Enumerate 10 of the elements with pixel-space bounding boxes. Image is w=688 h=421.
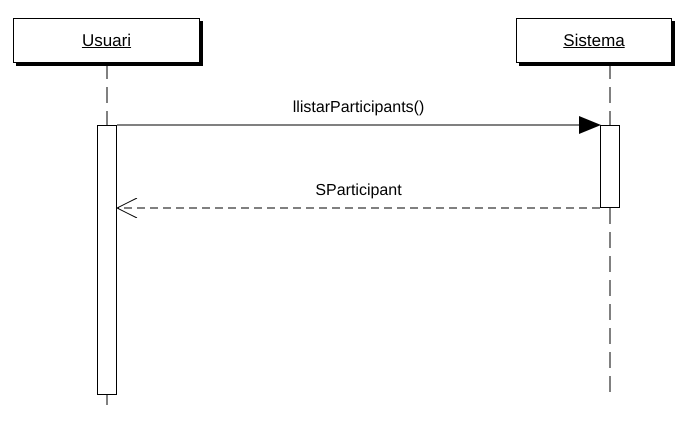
- message-arrow: [116, 116, 601, 134]
- message-arrow: [116, 198, 600, 218]
- lifeline-head: [13, 18, 200, 63]
- edge-label: llistarParticipants(): [290, 99, 426, 117]
- activation-bar: [97, 125, 117, 395]
- participant-name: Usuari: [82, 30, 132, 50]
- edge-label: SParticipant: [313, 182, 404, 200]
- activation-bar: [600, 125, 620, 208]
- lifeline-head: [516, 18, 672, 63]
- participant-name: Sistema: [563, 30, 625, 50]
